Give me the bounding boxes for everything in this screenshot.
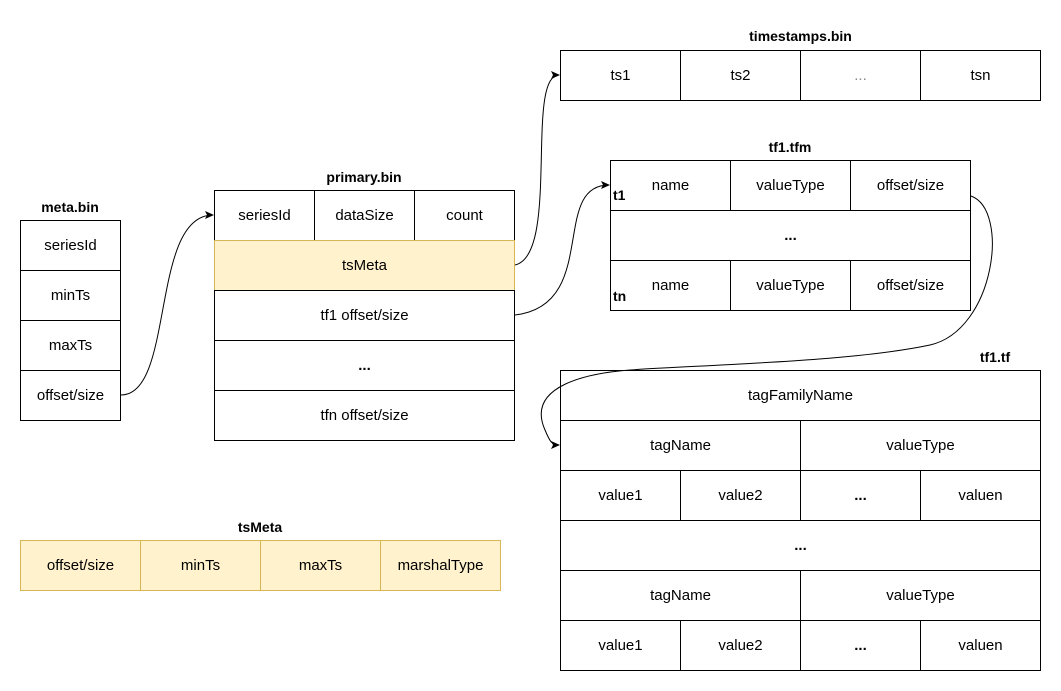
tf-value2-1: value2: [680, 470, 801, 521]
tfm-title: tf1.tfm: [768, 139, 812, 155]
tfm-last-name: name: [610, 260, 731, 311]
tf-middle-ellipsis: ...: [560, 520, 1041, 571]
tfm-first-valuetype: valueType: [730, 160, 851, 211]
tfm-middle-ellipsis: ...: [610, 210, 971, 261]
tf-tagname-1: tagName: [560, 420, 801, 471]
meta-bin-row-seriesid: seriesId: [20, 220, 121, 271]
tf-valuen-1: valuen: [920, 470, 1041, 521]
meta-bin-row-offset-size: offset/size: [20, 370, 121, 421]
tfm-last-offset-size: offset/size: [850, 260, 971, 311]
timestamps-bin-tsn: tsn: [920, 50, 1041, 101]
tf-values-ellipsis-2: ...: [800, 620, 921, 671]
ts-meta-offset-size: offset/size: [20, 540, 141, 591]
meta-bin-title: meta.bin: [41, 199, 99, 215]
ts-meta-maxts: maxTs: [260, 540, 381, 591]
tfm-row-label-tn: tn: [613, 288, 627, 304]
tf-value1-1: value1: [560, 470, 681, 521]
tf-valuetype-2: valueType: [800, 570, 1041, 621]
timestamps-bin-ts2: ts2: [680, 50, 801, 101]
ts-meta-marshaltype: marshalType: [380, 540, 501, 591]
tfm-first-offset-size: offset/size: [850, 160, 971, 211]
tf-title: tf1.tf: [979, 349, 1011, 365]
ts-meta-title: tsMeta: [237, 519, 283, 535]
tf-valuen-2: valuen: [920, 620, 1041, 671]
tf-value1-2: value1: [560, 620, 681, 671]
tf-tag-family-name: tagFamilyName: [560, 370, 1041, 421]
timestamps-bin-ellipsis: ...: [800, 50, 921, 101]
primary-bin-row-tsmeta: tsMeta: [214, 240, 515, 291]
primary-bin-row-ellipsis: ...: [214, 340, 515, 391]
arrow-tsmeta-to-timestamps: [514, 71, 560, 266]
meta-bin-row-mints: minTs: [20, 270, 121, 321]
arrow-meta-to-primary: [120, 211, 214, 396]
tfm-first-name: name: [610, 160, 731, 211]
primary-bin-title: primary.bin: [326, 169, 402, 185]
primary-bin-header-count: count: [414, 190, 515, 241]
primary-bin-header-seriesid: seriesId: [214, 190, 315, 241]
tf-values-ellipsis-1: ...: [800, 470, 921, 521]
tfm-last-valuetype: valueType: [730, 260, 851, 311]
timestamps-bin-ts1: ts1: [560, 50, 681, 101]
arrow-tf1-to-tfm: [514, 181, 610, 316]
tfm-row-label-t1: t1: [613, 187, 626, 203]
primary-bin-header-datasize: dataSize: [314, 190, 415, 241]
tf-value2-2: value2: [680, 620, 801, 671]
primary-bin-row-tf1: tf1 offset/size: [214, 290, 515, 341]
tf-tagname-2: tagName: [560, 570, 801, 621]
meta-bin-row-maxts: maxTs: [20, 320, 121, 371]
timestamps-bin-title: timestamps.bin: [749, 28, 852, 44]
tf-valuetype-1: valueType: [800, 420, 1041, 471]
ts-meta-mints: minTs: [140, 540, 261, 591]
primary-bin-row-tfn: tfn offset/size: [214, 390, 515, 441]
